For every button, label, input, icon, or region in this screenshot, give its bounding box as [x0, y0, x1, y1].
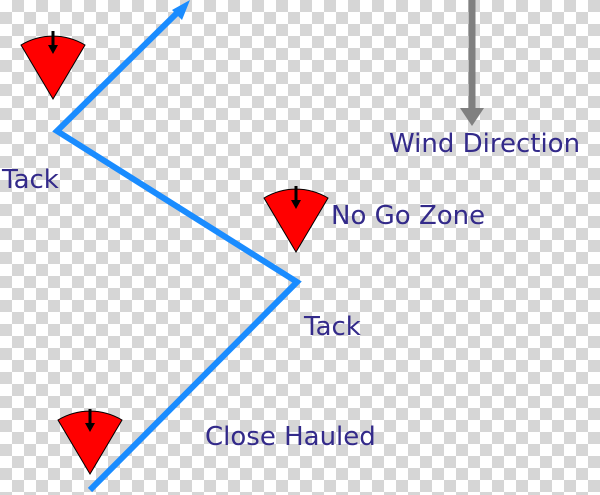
- wind-arrow-icon: [460, 0, 484, 126]
- tack-label-lower: Tack: [304, 312, 361, 342]
- no-go-zone-icon: [263, 186, 329, 253]
- no-go-zone-label: No Go Zone: [331, 201, 486, 231]
- tack-label-upper: Tack: [2, 165, 59, 195]
- wind-direction-label: Wind Direction: [389, 129, 581, 159]
- close-hauled-label: Close Hauled: [205, 422, 376, 452]
- no-go-zone-icon: [57, 409, 123, 475]
- no-go-zone-icon: [20, 31, 86, 100]
- course-path: [52, 0, 302, 493]
